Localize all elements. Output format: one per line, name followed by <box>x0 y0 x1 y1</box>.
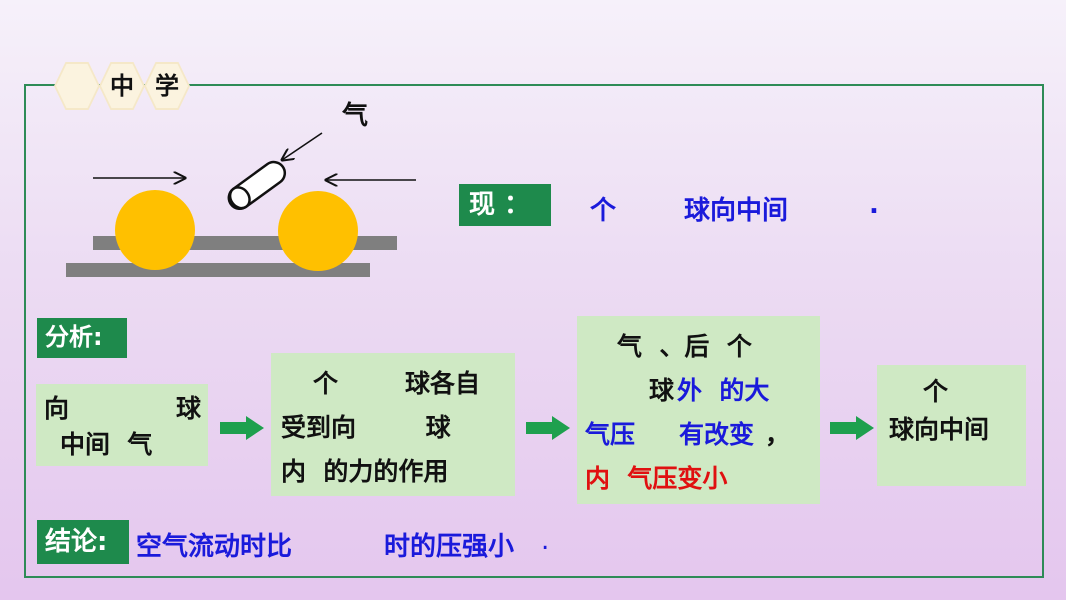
box1-line2: 中间 气 <box>60 430 153 459</box>
analysis-box-3: 气 、后 个 球 外 的大 气压 有改变 ， 内 气压变小 <box>577 316 820 504</box>
hexagon-label: 中 <box>110 72 134 100</box>
hexagon-header: 中 学 <box>54 62 190 110</box>
conclusion-text-b: 时的压强小 <box>384 532 515 562</box>
hexagon-label <box>54 62 100 110</box>
hexagon-label: 学 <box>155 72 179 100</box>
box4-line2: 球向中间 <box>889 415 990 444</box>
box2-line2: 受到向 球 <box>281 413 451 442</box>
phenomenon-text-part1: 个 <box>590 196 617 226</box>
analysis-box-1: 向 球 中间 气 <box>36 384 208 466</box>
straw <box>227 160 287 211</box>
box3-line3c: ， <box>765 420 791 449</box>
right-ball <box>278 191 358 271</box>
analysis-box-2: 个 球各自 受到向 球 内 的力的作用 <box>271 353 515 496</box>
left-ball <box>115 190 195 270</box>
conclusion-text-end: . <box>541 526 550 556</box>
box3-line2a: 球 <box>649 376 675 405</box>
blow-arrow <box>282 132 323 160</box>
experiment-illustration: 气 <box>66 100 416 277</box>
flow-arrow-icon <box>526 416 570 440</box>
box3-line3b: 有改变 <box>679 420 755 449</box>
box2-line3: 内 的力的作用 <box>281 457 449 486</box>
flow-arrow-icon <box>220 416 264 440</box>
box3-line2b: 外 的大 <box>677 376 770 405</box>
box3-line3a: 气压 <box>585 420 636 449</box>
illustration-label: 气 <box>341 100 368 131</box>
analysis-label: 分析: <box>37 318 127 358</box>
conclusion-text-a: 空气流动时比 <box>136 532 293 562</box>
box4-line1: 个 <box>923 377 949 406</box>
phenomenon-text-part2: 球向中间 <box>684 196 789 226</box>
box1-line1a: 向 <box>44 394 70 423</box>
box2-line1b: 球各自 <box>405 369 481 398</box>
phenomenon-label: 现 ： <box>459 184 551 226</box>
flow-arrow-icon <box>830 416 874 440</box>
box3-line4: 内 气压变小 <box>585 464 728 493</box>
content-frame <box>24 84 1044 578</box>
hexagon-decoration <box>144 62 190 110</box>
phenomenon-text-end: . <box>869 190 879 220</box>
analysis-box-4: 个 球向中间 <box>877 365 1026 486</box>
conclusion-label: 结论: <box>37 520 129 564</box>
box1-line1b: 球 <box>176 394 202 423</box>
box2-line1a: 个 <box>313 369 339 398</box>
box3-line1: 气 、后 个 <box>617 332 752 361</box>
